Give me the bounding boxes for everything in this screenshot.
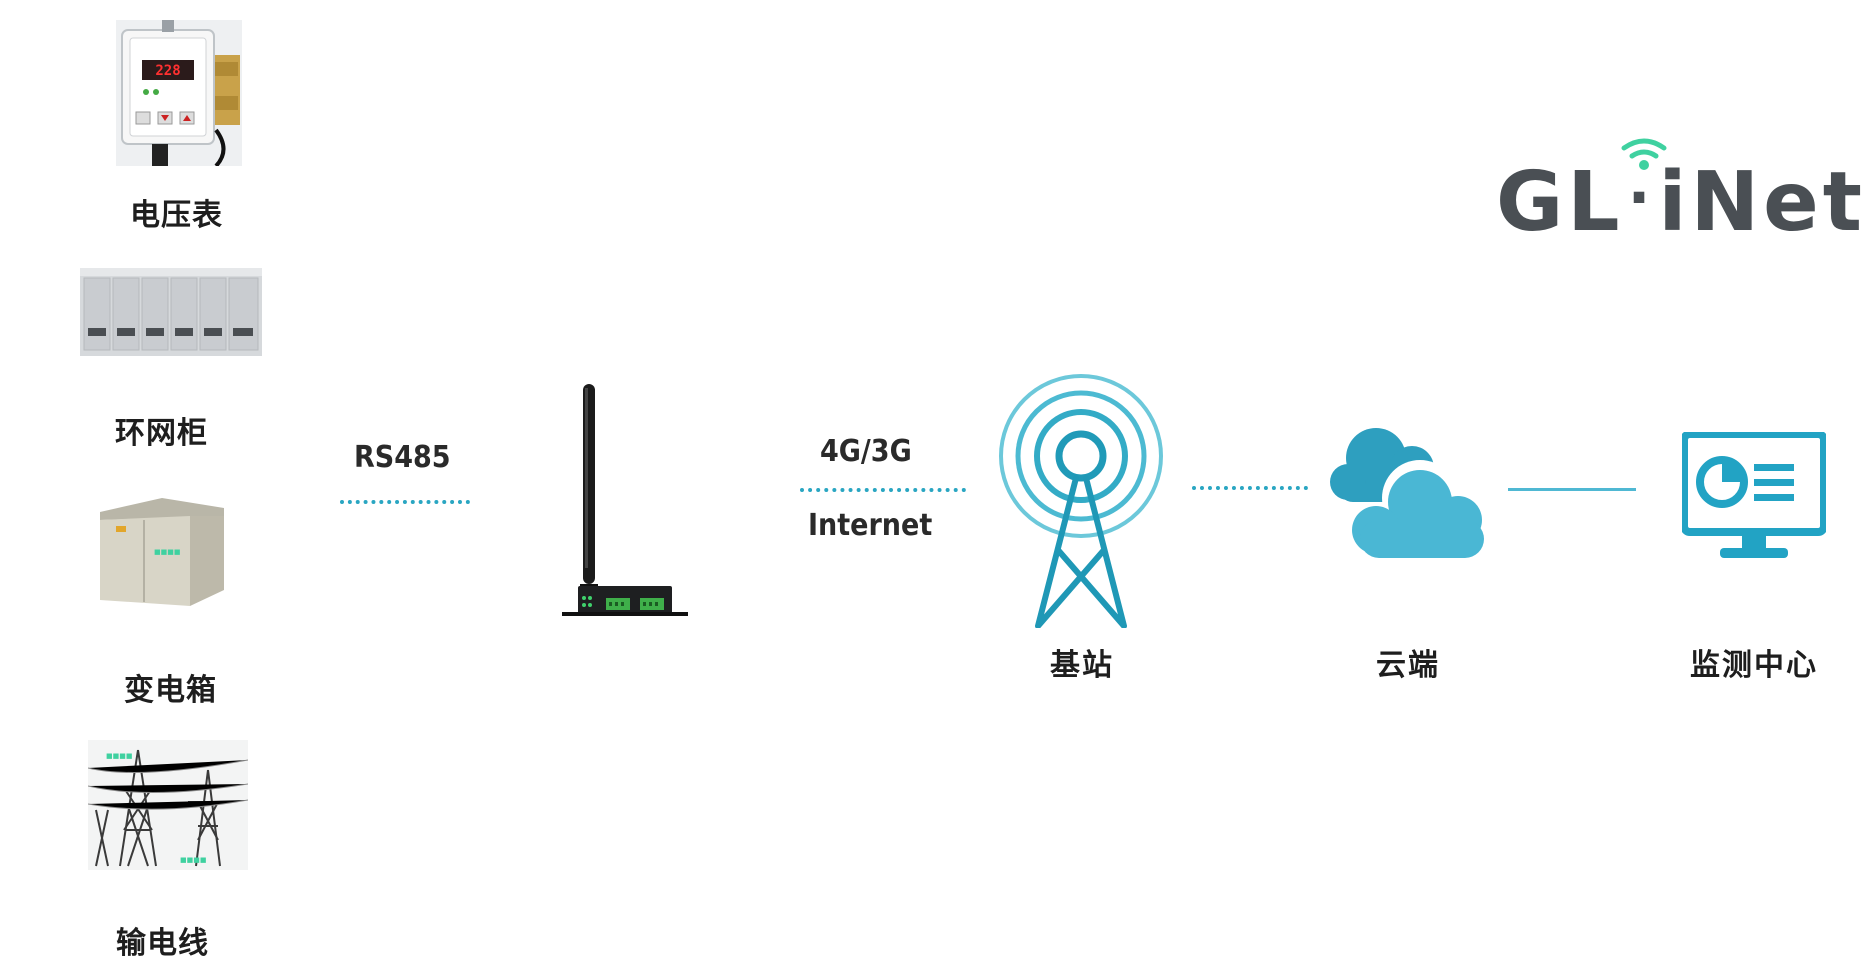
monitor-icon <box>1680 430 1828 558</box>
base-station <box>996 364 1166 629</box>
router-icon <box>562 384 688 616</box>
monitor-center-label: 监测中心 <box>1690 648 1818 683</box>
svg-text:■■■■: ■■■■ <box>106 752 132 760</box>
logo-separator: · <box>1627 163 1655 233</box>
svg-text:■■■■: ■■■■ <box>154 548 180 556</box>
brand-logo: GL·iNet <box>1496 148 1866 253</box>
ring-main-unit-icon <box>80 268 262 356</box>
svg-text:■■■■: ■■■■ <box>180 856 206 864</box>
wifi-icon <box>1621 138 1667 170</box>
ring-main-unit-image <box>80 264 262 359</box>
router-device <box>562 384 692 620</box>
device-label-substation-box: 变电箱 <box>124 673 217 708</box>
device-label-power-line: 输电线 <box>116 926 209 961</box>
cloud-node <box>1330 420 1488 562</box>
rs485-dotted-line <box>340 500 470 504</box>
svg-text:228: 228 <box>155 63 180 79</box>
power-line-image: ■■■■ ■■■■ <box>87 740 249 870</box>
station-cloud-dotted-line <box>1192 486 1308 490</box>
logo-wifi-mark <box>1620 136 1668 172</box>
rs485-label: RS485 <box>354 440 451 475</box>
substation-box-icon: ■■■■ <box>100 498 224 606</box>
cellular-label-internet: Internet <box>808 508 933 543</box>
cell-tower-icon <box>999 374 1163 629</box>
cloud-monitor-line <box>1508 488 1636 491</box>
voltmeter-image: 228 <box>116 20 242 168</box>
voltmeter-icon: 228 <box>116 20 242 168</box>
base-station-label: 基站 <box>1050 648 1114 683</box>
cloud-icon <box>1330 428 1488 562</box>
monitor-node <box>1680 430 1828 562</box>
logo-text-gl: GL <box>1496 155 1624 250</box>
device-label-voltmeter: 电压表 <box>130 198 223 233</box>
logo-text-inet: iNet <box>1658 155 1866 250</box>
power-line-tower-icon: ■■■■ ■■■■ <box>87 740 249 870</box>
substation-box-image: ■■■■ <box>94 494 228 612</box>
cloud-label: 云端 <box>1376 648 1440 683</box>
cellular-label-4g3g: 4G/3G <box>820 434 912 469</box>
device-label-ring-main-unit: 环网柜 <box>115 416 208 451</box>
cellular-dotted-line <box>800 488 966 492</box>
